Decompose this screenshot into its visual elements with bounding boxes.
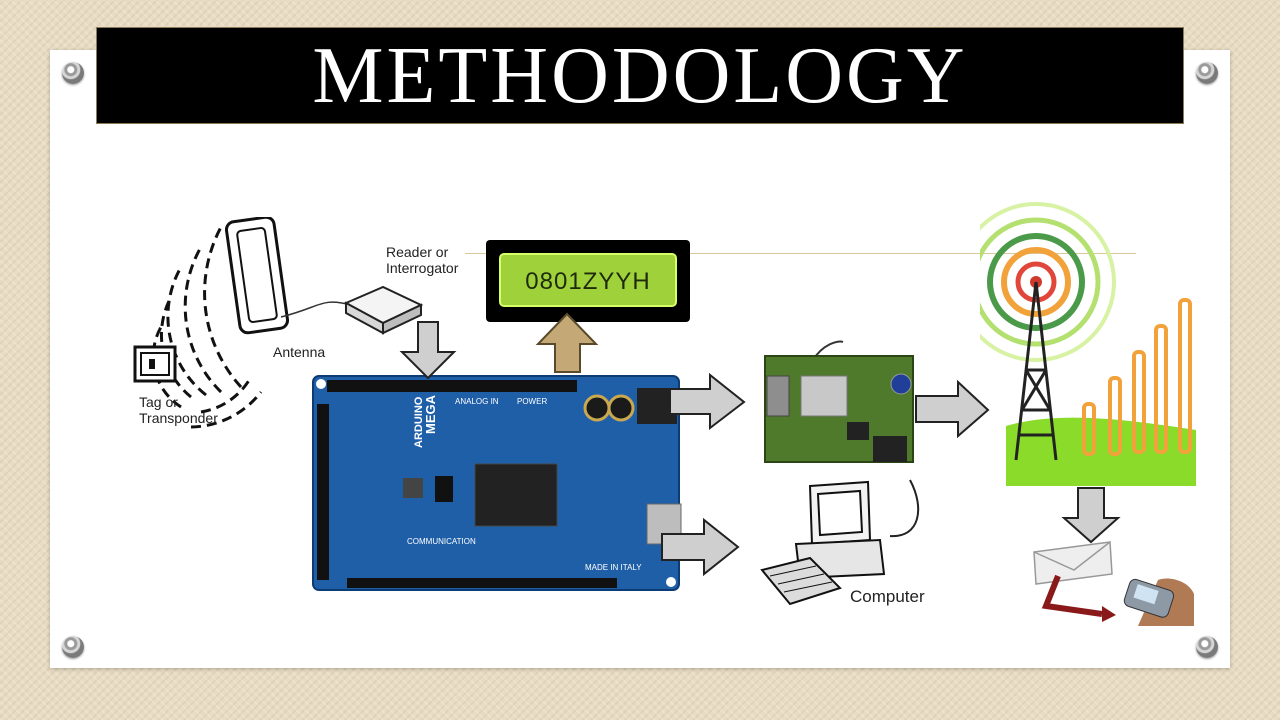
sms-panel [1018,540,1196,626]
arduino-panel: ARDUINO MEGA ANALOG IN POWER COMMUNICATI… [307,374,683,594]
left-header [317,404,329,580]
signal-bars-icon [1082,298,1192,456]
mobile-phone-icon [1123,578,1194,626]
lcd-text: 0801ZYYH [525,268,650,295]
gsm-power-jack [873,436,907,462]
sms-illustration [1033,541,1194,626]
monitor-icon [808,480,872,546]
send-arrow-icon [1041,574,1103,617]
serial-port [766,375,790,417]
lcd-display: 0801ZYYH [499,253,677,307]
model-label: MEGA [423,394,438,434]
gsm-chip [800,375,848,417]
computer-panel: Computer [760,478,928,618]
pin-top-left-icon [62,62,84,84]
tag-label-2: Transponder [139,410,218,426]
brand-label: ARDUINO [413,396,425,448]
gsm-capacitor-icon [890,373,912,395]
computer-illustration: Computer [760,479,925,606]
slide-title: METHODOLOGY [312,31,968,120]
send-arrowhead [1102,606,1116,622]
capacitor-1-icon [583,394,611,422]
mount-hole-2 [666,577,676,587]
keyboard-icon [760,556,842,606]
pin-top-right-icon [1196,62,1218,84]
reset-button [403,478,423,498]
divider-line [460,253,1136,254]
tower-panel [956,190,1198,486]
reader-label-1: Reader or [386,244,449,260]
title-bar: METHODOLOGY [96,27,1184,124]
tower-illustration [956,202,1196,486]
sim-holder [847,422,869,440]
pin-bottom-right-icon [1196,636,1218,658]
envelope-icon [1033,541,1113,585]
antenna-label: Antenna [273,344,325,360]
signal-rings-icon [956,202,1116,362]
icsp-header [435,476,453,502]
arduino-board: ARDUINO MEGA ANALOG IN POWER COMMUNICATI… [312,375,682,591]
computer-cable [889,479,920,538]
rfid-diagram: Reader or Interrogator Antenna Tag or Tr… [133,215,459,429]
capacitor-2-icon [607,394,635,422]
made-label: MADE IN ITALY [585,563,642,572]
reader-label-2: Interrogator [386,260,459,276]
gsm-module [764,340,914,463]
top-header [327,380,577,392]
mcu-chip [474,463,558,527]
gsm-panel [743,340,927,476]
antenna-icon [224,215,290,335]
lcd-panel: 0801ZYYH [486,240,690,322]
comm-label: COMMUNICATION [407,537,476,546]
computer-label: Computer [850,587,925,606]
pin-bottom-left-icon [62,636,84,658]
reader-icon [343,285,424,335]
power-jack [637,388,677,424]
tag-icon [133,345,177,383]
tower-icon [1014,281,1058,461]
analog-label: ANALOG IN [455,397,499,406]
antenna-cable [280,301,352,318]
mount-hole-1 [316,379,326,389]
power-label: POWER [517,397,547,406]
usb-port [646,503,682,545]
bottom-header [347,578,617,588]
tag-label-1: Tag or [139,394,178,410]
